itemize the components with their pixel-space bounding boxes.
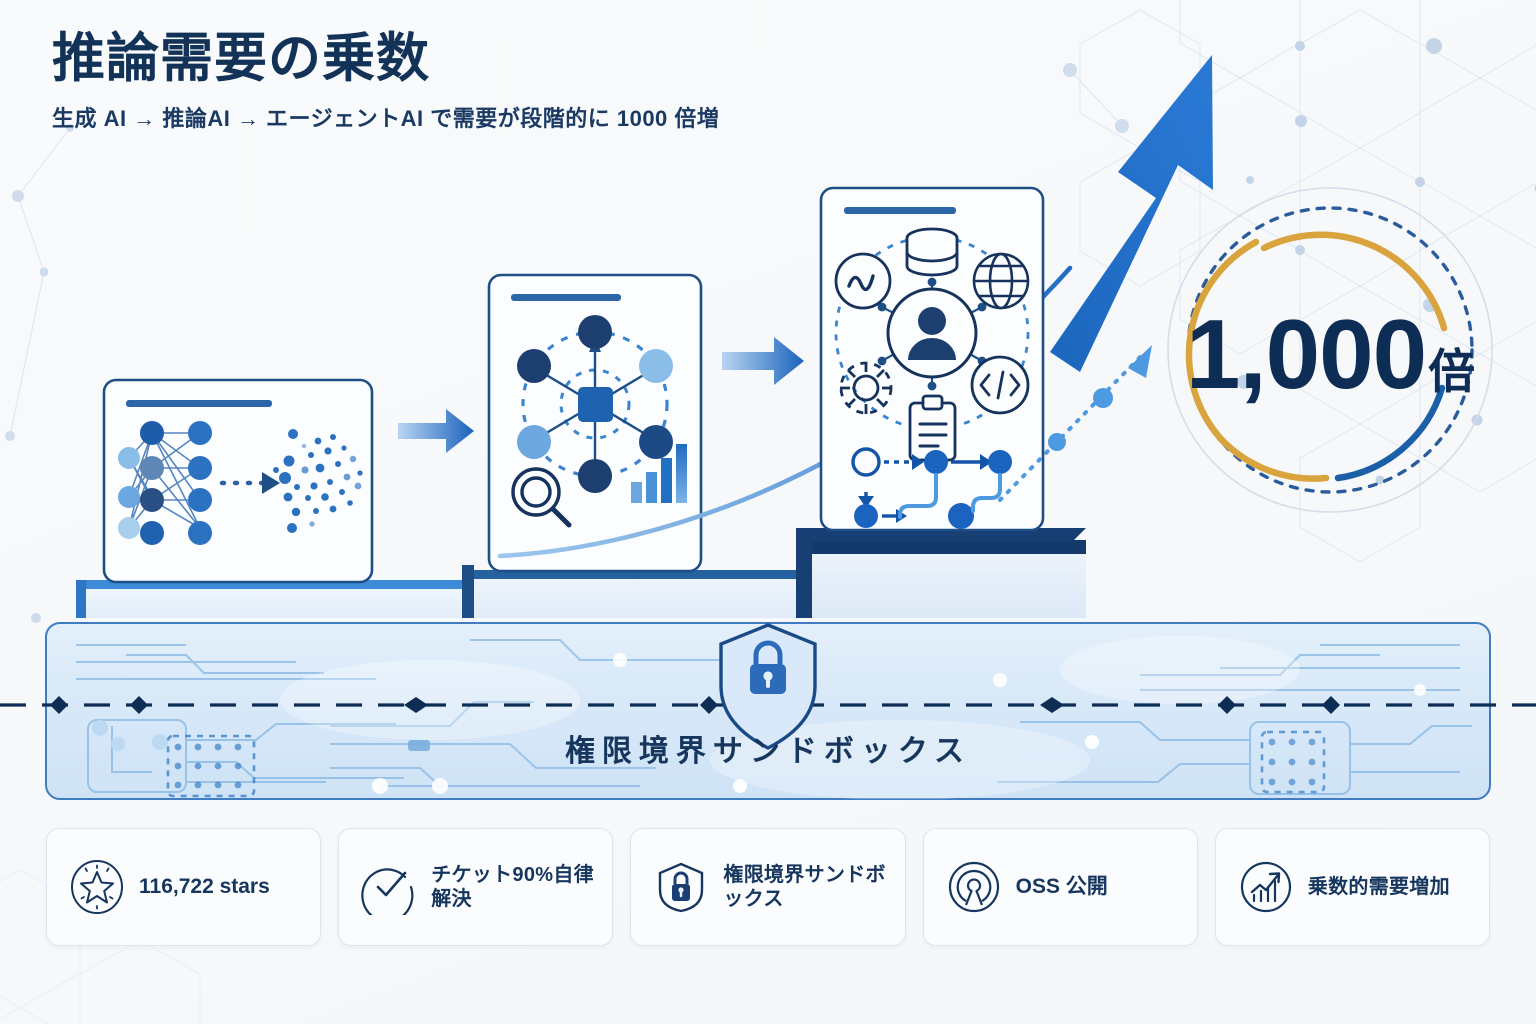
waveform-icon bbox=[834, 252, 892, 310]
metric-badge: 1,000 倍 bbox=[1160, 180, 1500, 520]
agent-avatar-icon bbox=[886, 287, 978, 379]
podium-step-1 bbox=[76, 580, 462, 618]
metric-value: 1,000 bbox=[1185, 299, 1427, 409]
database-icon bbox=[905, 227, 959, 277]
stage-arrow-2 bbox=[722, 337, 804, 385]
stage-arrow-1 bbox=[398, 409, 474, 453]
neural-network-icon bbox=[118, 421, 212, 545]
code-icon bbox=[970, 355, 1030, 415]
header-block: 推論需要の乗数 生成 AI → 推論AI → エージェントAI で需要が段階的に… bbox=[52, 30, 719, 133]
podium-step-2 bbox=[462, 565, 796, 618]
sandbox-label: 権限境界サンドボックス bbox=[564, 735, 972, 768]
stat-card-label: 116,722 stars bbox=[139, 875, 270, 899]
check-circle-icon bbox=[361, 868, 414, 915]
stat-card-stars[interactable]: 116,722 stars bbox=[46, 828, 322, 946]
circuit-pattern bbox=[76, 636, 1472, 799]
stat-card-autonomous-resolution[interactable]: チケット90%自律解決 bbox=[338, 828, 614, 946]
stat-card-label: 乗数的需要増加 bbox=[1307, 876, 1450, 898]
podium-step-3 bbox=[796, 528, 1086, 618]
stat-card-sandbox[interactable]: 権限境界サンドボックス bbox=[630, 828, 906, 946]
globe-icon bbox=[972, 252, 1030, 310]
shield-lock-icon bbox=[719, 623, 817, 750]
stat-card-oss[interactable]: OSS 公開 bbox=[922, 828, 1198, 946]
panel-agentic-ai bbox=[819, 186, 1045, 532]
page-title: 推論需要の乗数 bbox=[52, 29, 430, 88]
panel-generative-ai bbox=[102, 378, 374, 584]
metric-unit: 倍 bbox=[1428, 345, 1475, 398]
magnifier-icon bbox=[511, 467, 572, 528]
bar-chart-icon bbox=[631, 444, 687, 503]
stat-card-label: 権限境界サンドボックス bbox=[723, 864, 886, 910]
stat-card-row: 116,722 stars チケット90%自律解決 権限境界サンドボックス bbox=[46, 828, 1491, 946]
page-subtitle: 生成 AI → 推論AI → エージェントAI で需要が段階的に 1000 倍増 bbox=[52, 106, 720, 132]
open-source-icon bbox=[948, 861, 999, 913]
clipboard-icon bbox=[908, 394, 957, 462]
star-burst-icon bbox=[71, 860, 123, 914]
hub-network-icon bbox=[517, 315, 673, 493]
stat-card-label: チケット90%自律解決 bbox=[431, 864, 594, 910]
data-scatter-icon bbox=[273, 429, 363, 533]
workflow-icon bbox=[851, 447, 1012, 529]
dotted-growth-arrow bbox=[998, 345, 1152, 502]
panel-reasoning-ai bbox=[487, 273, 703, 573]
chart-growth-icon bbox=[1240, 861, 1291, 913]
flow-dotted-arrow bbox=[219, 472, 280, 494]
gear-icon bbox=[839, 361, 893, 415]
stat-card-demand-growth[interactable]: 乗数的需要増加 bbox=[1214, 828, 1491, 946]
stat-card-label: OSS 公開 bbox=[1015, 875, 1108, 899]
shield-lock-icon bbox=[659, 862, 704, 913]
